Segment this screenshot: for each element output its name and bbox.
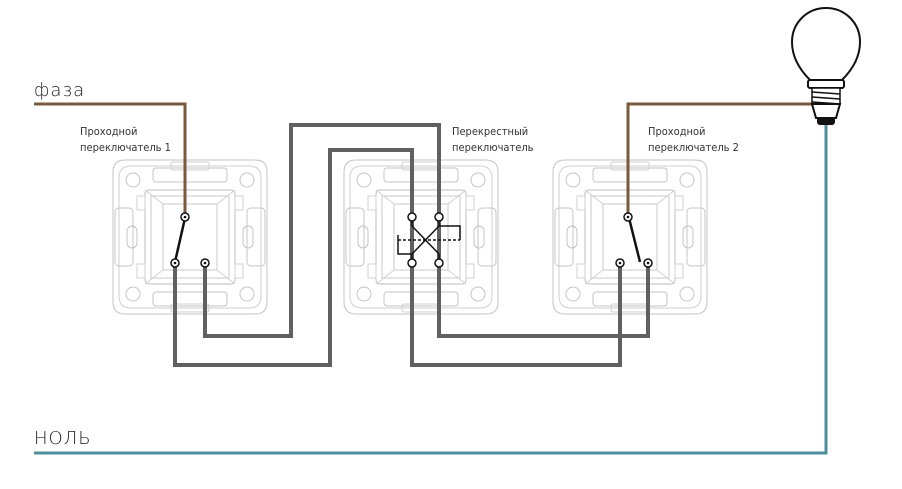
switch-1-contacts [170,212,210,268]
switch-1-label-line-1: Проходной [80,125,138,138]
switch-2-body [552,159,708,315]
switch-1-body [112,159,268,315]
cross-switch-label: Перекрестный переключатель [452,124,534,156]
switch-2-contacts [615,212,653,268]
cross-switch-body [343,159,499,315]
neutral-wire [34,124,828,455]
cross-switch-label-line-1: Перекрестный [452,125,529,138]
neutral-label: НОЛЬ [34,428,92,449]
switch-2-label: Проходной переключатель 2 [648,124,739,156]
switch-2-label-line-2: переключатель 2 [648,141,739,154]
cross-switch-label-line-2: переключатель [452,141,534,154]
switch-1-label-line-2: переключатель 1 [80,141,171,154]
switch-1-label: Проходной переключатель 1 [80,124,171,156]
switch-2-label-line-1: Проходной [648,125,706,138]
traveler-wires [173,123,650,367]
light-bulb-icon [790,6,862,125]
phase-label: фаза [34,80,86,101]
cross-switch-contacts [397,212,461,268]
phase-wires [34,102,820,217]
